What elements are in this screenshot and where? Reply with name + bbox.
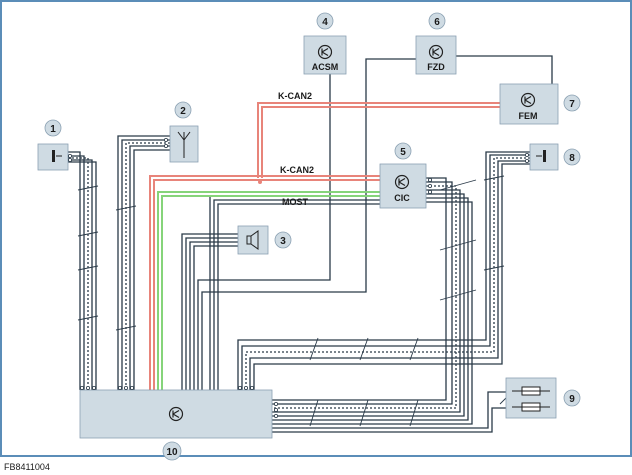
wire-harness bbox=[68, 55, 553, 433]
svg-text:7: 7 bbox=[569, 99, 575, 110]
svg-text:6: 6 bbox=[434, 17, 440, 28]
connector-pins bbox=[68, 137, 530, 418]
fuse-carrier bbox=[505, 377, 557, 419]
microphone-icon bbox=[536, 150, 546, 162]
callout-3: 3 bbox=[274, 231, 292, 249]
speaker bbox=[237, 225, 269, 255]
svg-text:1: 1 bbox=[50, 124, 56, 135]
microphone-right bbox=[529, 143, 559, 171]
svg-text:3: 3 bbox=[280, 236, 286, 247]
callout-6: 6 bbox=[428, 12, 446, 30]
callout-10: 10 bbox=[162, 441, 182, 461]
callout-4: 4 bbox=[316, 12, 334, 30]
svg-text:8: 8 bbox=[569, 153, 575, 164]
callout-5: 5 bbox=[394, 142, 412, 160]
callout-8: 8 bbox=[563, 148, 581, 166]
fzd-module: FZD bbox=[415, 35, 457, 75]
svg-text:2: 2 bbox=[180, 106, 186, 117]
speaker-icon bbox=[246, 230, 259, 250]
fuse-icon bbox=[512, 386, 550, 396]
svg-text:4: 4 bbox=[322, 17, 328, 28]
acsm-module: ACSM bbox=[303, 35, 347, 75]
k-can2-junction bbox=[258, 180, 262, 184]
head-unit bbox=[79, 389, 273, 439]
microphone-icon bbox=[52, 150, 62, 162]
svg-text:9: 9 bbox=[569, 394, 575, 405]
callout-2: 2 bbox=[174, 101, 192, 119]
svg-text:5: 5 bbox=[400, 147, 406, 158]
svg-text:10: 10 bbox=[166, 447, 178, 458]
microphone-left bbox=[37, 143, 69, 171]
fzd-label: FZD bbox=[427, 62, 445, 72]
antenna-icon bbox=[177, 131, 191, 158]
k-can2-label-top: K-CAN2 bbox=[278, 91, 312, 101]
figure-id: FB8411004 bbox=[4, 462, 50, 472]
cic-module: CIC bbox=[379, 163, 427, 209]
fuse-icon bbox=[512, 402, 550, 412]
fem-label: FEM bbox=[519, 111, 538, 121]
antenna bbox=[169, 125, 199, 163]
cic-label: CIC bbox=[394, 193, 410, 203]
callout-9: 9 bbox=[563, 389, 581, 407]
callout-1: 1 bbox=[44, 119, 62, 137]
most-label: MOST bbox=[282, 197, 309, 207]
fem-module: FEM bbox=[499, 83, 559, 125]
k-can2-bus bbox=[149, 102, 500, 390]
acsm-label: ACSM bbox=[312, 62, 339, 72]
most-bus bbox=[157, 191, 380, 390]
callout-7: 7 bbox=[563, 94, 581, 112]
k-can2-label-mid: K-CAN2 bbox=[280, 165, 314, 175]
twist-marks bbox=[77, 175, 509, 427]
